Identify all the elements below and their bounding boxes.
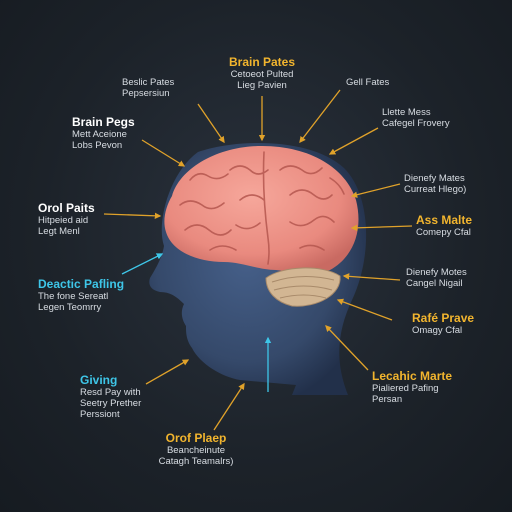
label-right-5: Rafé Prave Omagy Cfal	[412, 311, 475, 337]
label-left-3: Deactic Pafling The fone Sereatl Legen T…	[38, 277, 125, 314]
arrow-right-5	[336, 298, 393, 321]
label-left-3-line1: The fone Sereatl	[38, 290, 109, 302]
label-bottom-line2: Catagh Teamalrs)	[158, 455, 234, 467]
label-right-4-line1: Dienefy Motes	[406, 267, 467, 278]
arrow-top-left	[197, 103, 225, 144]
label-left-1-title: Brain Pegs	[72, 115, 135, 129]
label-top-right-line1: Gell Fates	[346, 77, 390, 88]
label-top-center-line2: Lieg Pavien	[237, 79, 287, 91]
label-top-right: Gell Fates	[346, 77, 390, 89]
arrow-bottom	[213, 382, 245, 431]
label-top-center: Brain Pates Cetoeot Pulted Lieg Pavien	[210, 55, 314, 92]
label-right-6-title: Lecahic Marte	[372, 369, 453, 383]
arrow-left-2	[103, 212, 162, 220]
brain-folds	[179, 151, 345, 265]
arrow-right-4	[342, 273, 401, 281]
label-left-4-line2: Seetry Prether	[80, 397, 142, 409]
label-top-center-line1: Cetoeot Pulted	[230, 68, 294, 80]
label-left-4: Giving Resd Pay with Seetry Prether Pers…	[80, 373, 142, 421]
label-left-2-title: Orol Paits	[38, 201, 95, 215]
label-left-1-line2: Lobs Pevon	[72, 139, 123, 151]
label-right-1-line1: Llette Mess	[382, 107, 431, 118]
label-left-1-line1: Mett Aceione	[72, 128, 127, 140]
label-left-4-line3: Perssiont	[80, 408, 120, 420]
label-top-left: Beslic Pates Pepsersiun	[122, 77, 175, 100]
label-left-3-title: Deactic Pafling	[38, 277, 125, 291]
label-right-3: Ass Malte Comepy Cfal	[416, 213, 473, 239]
label-right-3-title: Ass Malte	[416, 213, 473, 227]
label-right-2-line2: Curreat Hlego)	[404, 183, 467, 195]
arrow-right-6	[325, 325, 369, 371]
label-right-2-line1: Dienefy Mates	[404, 173, 465, 184]
label-left-2-line2: Legt Menl	[38, 225, 80, 237]
label-right-6-line1: Pialiered Pafing	[372, 382, 439, 394]
pointer-arrows	[103, 89, 413, 431]
label-right-1-line2: Cafegel Frovery	[382, 117, 450, 129]
label-right-5-line1: Omagy Cfal	[412, 324, 463, 336]
label-top-center-title: Brain Pates	[228, 55, 296, 69]
arrow-left-4	[145, 359, 190, 385]
label-left-3-line2: Legen Teomrry	[38, 301, 102, 313]
label-left-4-line1: Resd Pay with	[80, 386, 141, 398]
label-bottom-line1: Beancheinute	[166, 444, 226, 456]
arrow-right-3	[350, 224, 413, 232]
label-right-6-line2: Persan	[372, 393, 403, 405]
label-right-4-line2: Cangel Nigail	[406, 277, 463, 289]
label-bottom: Orof Plaep Beancheinute Catagh Teamalrs)	[146, 431, 246, 468]
cerebellum-folds	[271, 276, 335, 299]
arrow-left-1	[141, 139, 186, 167]
label-left-1: Brain Pegs Mett Aceione Lobs Pevon	[72, 115, 135, 152]
arrow-right-1	[328, 127, 379, 155]
label-right-3-line1: Comepy Cfal	[416, 226, 471, 238]
label-left-2: Orol Paits Hitpeied aid Legt Menl	[38, 201, 95, 238]
label-right-2: Dienefy Mates Curreat Hlego)	[404, 173, 467, 196]
label-right-6: Lecahic Marte Pialiered Pafing Persan	[372, 369, 453, 406]
arrow-left-3	[121, 253, 164, 275]
arrow-top-right	[299, 89, 341, 144]
label-left-2-line1: Hitpeied aid	[38, 214, 89, 226]
label-right-4: Dienefy Motes Cangel Nigail	[406, 267, 467, 290]
label-bottom-title: Orof Plaep	[165, 431, 227, 445]
label-top-left-line2: Pepsersiun	[122, 87, 170, 99]
label-top-left-line1: Beslic Pates	[122, 77, 175, 88]
arrow-right-2	[350, 183, 401, 198]
label-right-5-title: Rafé Prave	[412, 311, 475, 325]
label-right-1: Llette Mess Cafegel Frovery	[382, 107, 450, 130]
label-left-4-title: Giving	[80, 373, 118, 387]
